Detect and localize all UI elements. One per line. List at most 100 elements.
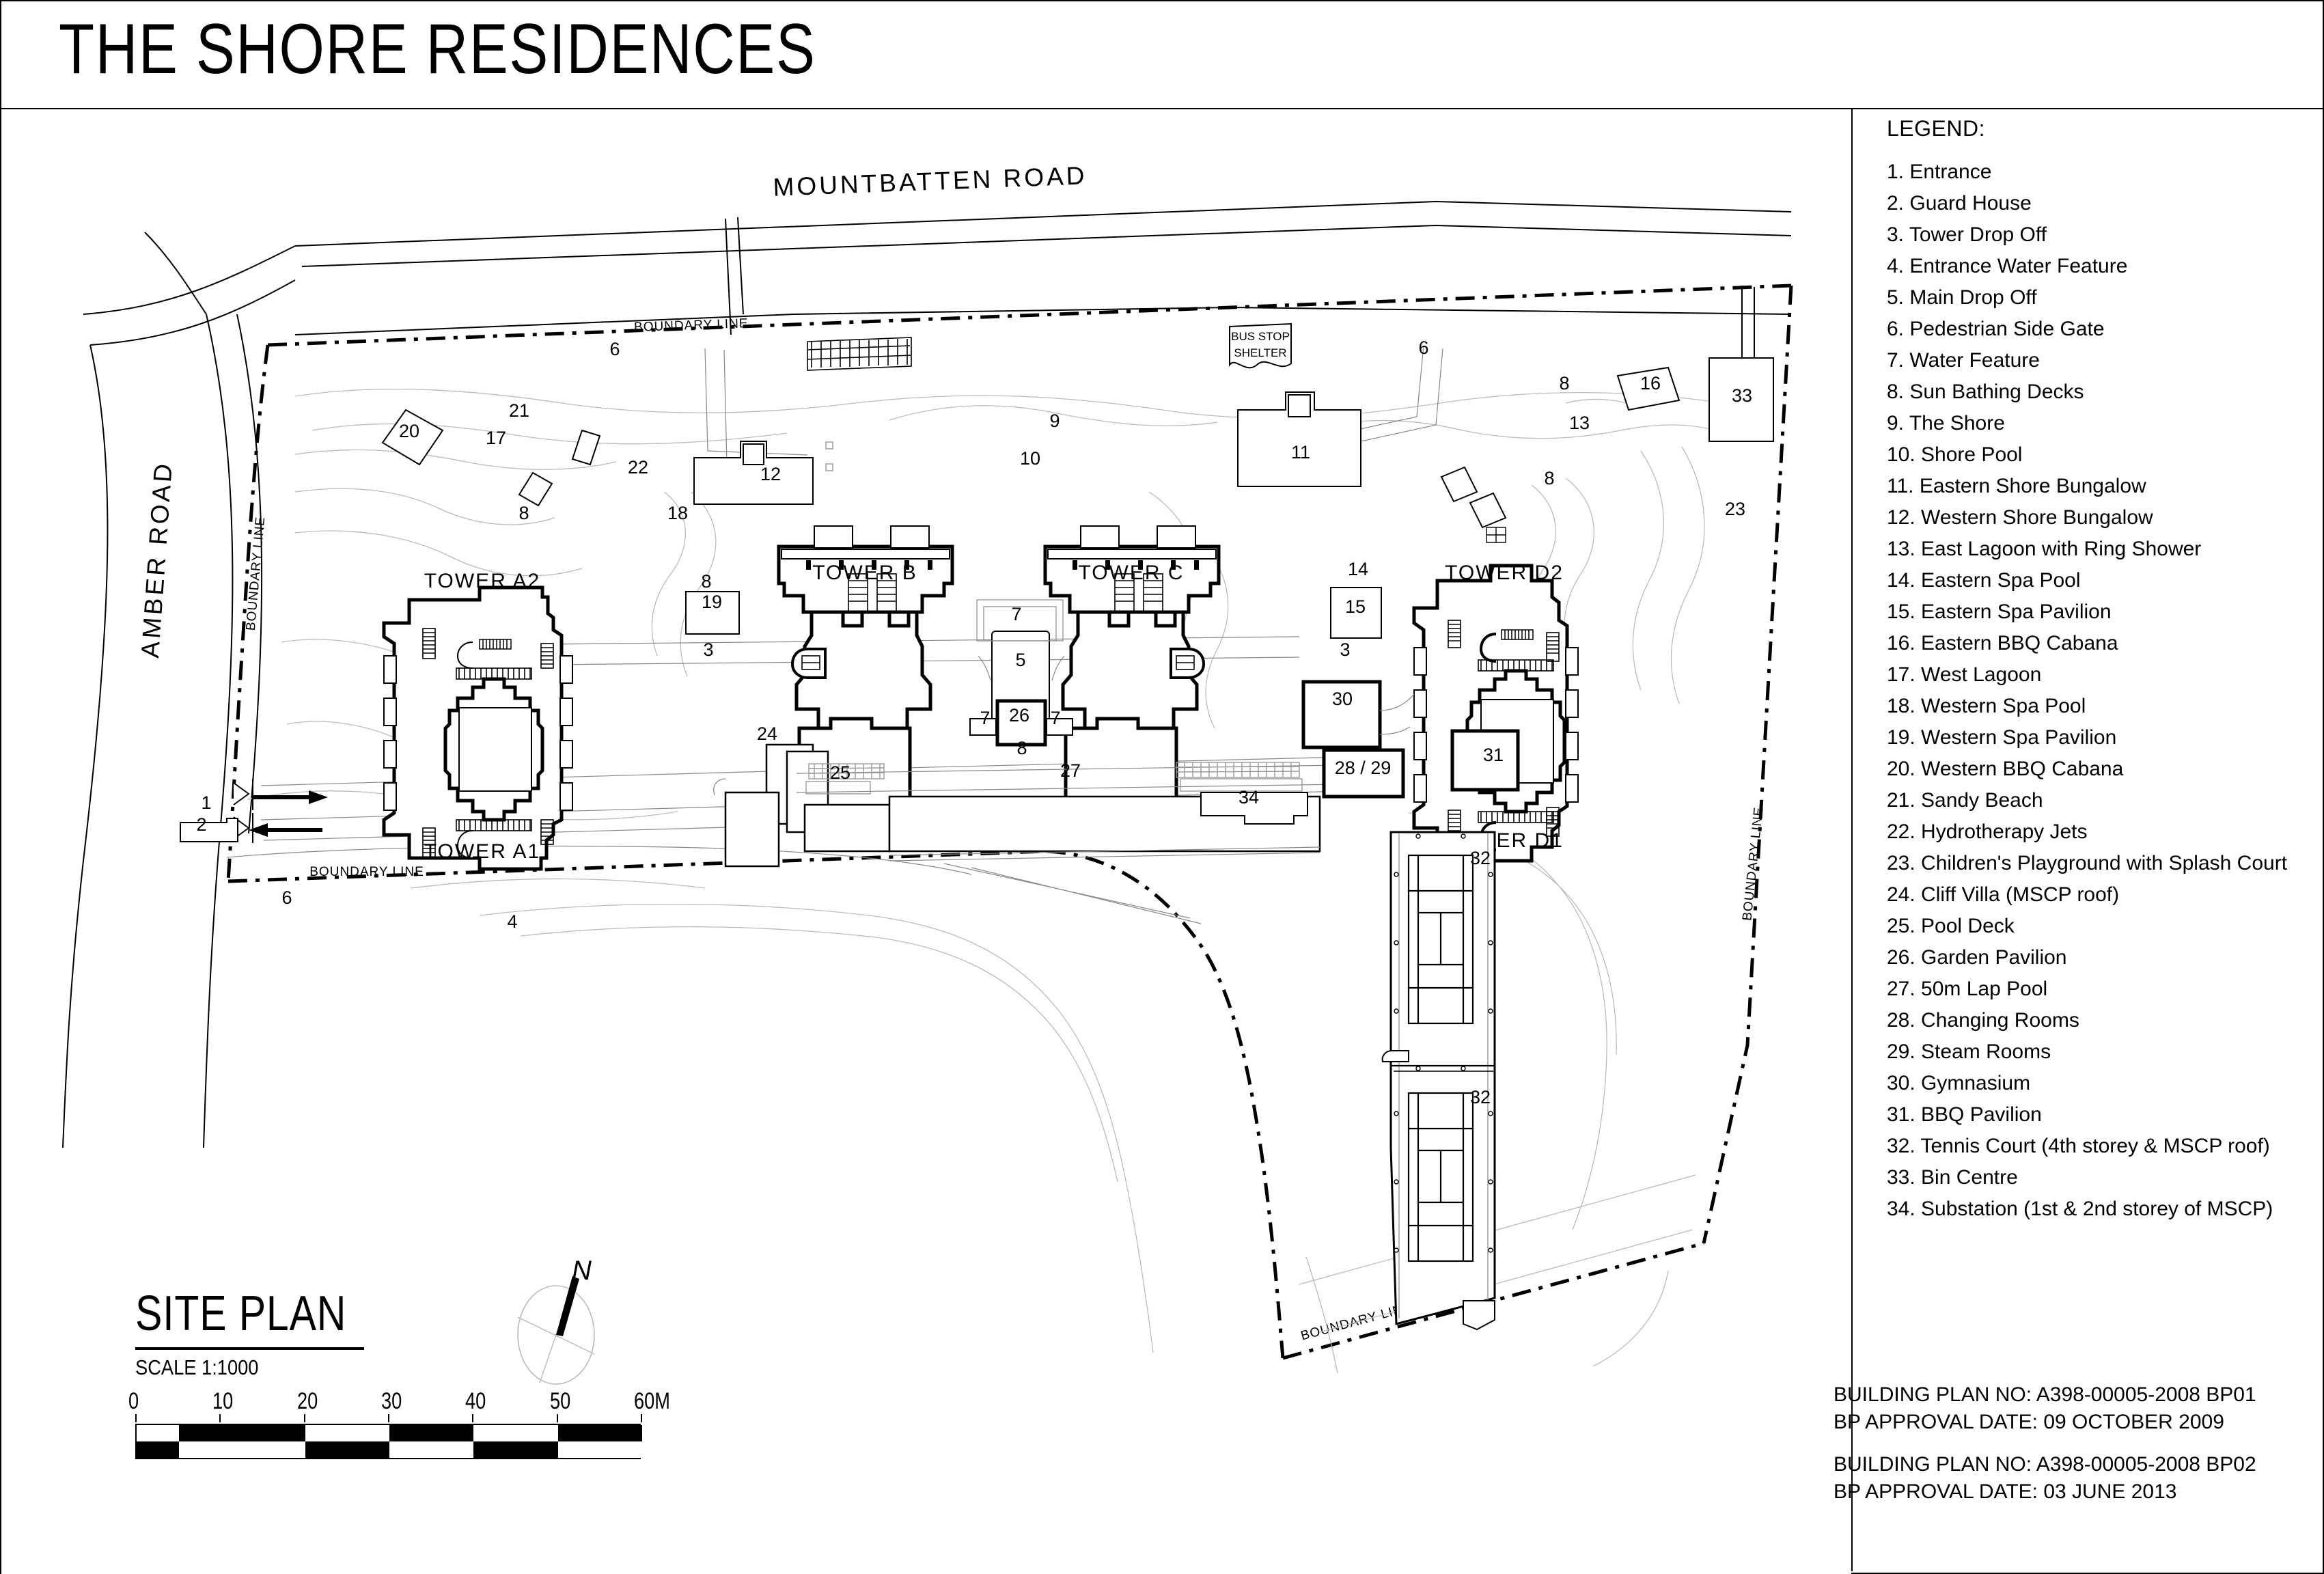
map-marker-32-42: 32 [1470, 1087, 1491, 1107]
map-marker-17-7: 17 [486, 428, 506, 448]
scale-bar-labels: 0 10 20 30 40 50 60M [128, 1388, 670, 1422]
scale-cell [221, 1441, 305, 1458]
map-marker-32-41: 32 [1470, 848, 1491, 868]
map-marker-3-14: 3 [703, 639, 713, 660]
legend-item-8: 8. Sun Bathing Decks [1887, 381, 2084, 403]
legend-item-16: 16. Eastern BBQ Cabana [1887, 632, 2118, 654]
tennis-court-lower [1407, 1092, 1474, 1262]
legend-item-24: 24. Cliff Villa (MSCP roof) [1887, 883, 2120, 906]
scale-tick-mark-5 [556, 1414, 558, 1422]
map-marker-23-23: 23 [1725, 499, 1745, 519]
map-marker-16-20: 16 [1640, 373, 1661, 394]
legend-item-27: 27. 50m Lap Pool [1887, 978, 2048, 1000]
map-marker-1-0: 1 [201, 792, 211, 813]
bus-stop-line1: BUS STOP [1231, 330, 1290, 343]
map-marker-7-29: 7 [1011, 604, 1021, 624]
scale-cell [305, 1441, 389, 1458]
pool-deck-band [713, 743, 1405, 924]
legend-item-20: 20. Western BBQ Cabana [1887, 758, 2124, 780]
scale-tick-5: 50 [549, 1388, 570, 1414]
scale-tick-4: 40 [465, 1388, 486, 1414]
bp-no-1: BUILDING PLAN NO: A398-00005-2008 BP01 [1834, 1383, 2256, 1406]
scale-tick-mark-1 [219, 1414, 221, 1422]
bus-stop-line2: SHELTER [1234, 346, 1286, 359]
scale-tick-0: 0 [128, 1388, 139, 1414]
map-marker-14-25: 14 [1348, 559, 1368, 579]
scale-tick-3: 30 [381, 1388, 402, 1414]
title-bar: THE SHORE RESIDENCES [1, 1, 2323, 109]
legend-item-14: 14. Eastern Spa Pool [1887, 569, 2081, 592]
tower-d-block: TOWER D2 TOWER D1 [1237, 286, 1774, 863]
scale-tick-6: 60M [634, 1388, 670, 1414]
boundary-label-bottom-left: BOUNDARY LINE [309, 865, 424, 879]
scale-cell [389, 1441, 474, 1458]
legend-item-12: 12. Western Shore Bungalow [1887, 506, 2153, 529]
scale-cell [137, 1425, 179, 1441]
legend-item-31: 31. BBQ Pavilion [1887, 1103, 2042, 1126]
tennis-court-upper [1407, 854, 1474, 1025]
map-marker-19-13: 19 [702, 592, 722, 612]
approval-block: BUILDING PLAN NO: A398-00005-2008 BP01 B… [1834, 1381, 2256, 1506]
legend-item-25: 25. Pool Deck [1887, 915, 2015, 937]
map-marker-9-15: 9 [1049, 411, 1060, 431]
drawing-title-rule [135, 1347, 364, 1350]
scale-cell [473, 1425, 558, 1441]
map-marker-4-3: 4 [507, 911, 517, 932]
legend-item-22: 22. Hydrotherapy Jets [1887, 820, 2088, 843]
legend-item-30: 30. Gymnasium [1887, 1072, 2031, 1094]
map-marker-24-35: 24 [757, 723, 777, 744]
legend-item-7: 7. Water Feature [1887, 349, 2040, 372]
legend-item-28: 28. Changing Rooms [1887, 1009, 2079, 1032]
legend-item-4: 4. Entrance Water Feature [1887, 255, 2128, 277]
map-marker-8-10: 8 [518, 503, 529, 523]
map-marker-27-37: 27 [1060, 760, 1081, 781]
scale-cell [557, 1425, 642, 1441]
map-marker-33-21: 33 [1732, 385, 1752, 406]
tower-label-c: TOWER C [1078, 562, 1184, 584]
tennis-court-stack [1381, 831, 1496, 1331]
bp-date-2: BP APPROVAL DATE: 03 JUNE 2013 [1834, 1480, 2177, 1503]
map-marker-6-18: 6 [1418, 337, 1428, 358]
page-title: THE SHORE RESIDENCES [59, 10, 816, 89]
map-marker-18-11: 18 [667, 503, 688, 523]
scale-cell [389, 1425, 474, 1441]
scale-tick-mark-0 [135, 1414, 137, 1422]
legend-item-2: 2. Guard House [1887, 192, 2032, 215]
map-marker-7-33: 7 [1050, 708, 1060, 728]
map-marker-5-30: 5 [1015, 650, 1025, 670]
legend-item-3: 3. Tower Drop Off [1887, 223, 2047, 246]
scale-tick-2: 20 [296, 1388, 318, 1414]
legend-item-13: 13. East Lagoon with Ring Shower [1887, 538, 2202, 560]
legend-item-18: 18. Western Spa Pool [1887, 695, 2086, 717]
legend-item-33: 33. Bin Centre [1887, 1166, 2018, 1189]
scale-tick-1: 10 [212, 1388, 234, 1414]
scale-cell [137, 1441, 179, 1458]
map-marker-11-17: 11 [1291, 442, 1310, 462]
map-marker-26-31: 26 [1009, 705, 1029, 726]
map-marker-2-1: 2 [196, 814, 206, 835]
scale-bar: 0 10 20 30 40 50 60M [128, 1388, 670, 1459]
map-marker-7-32: 7 [980, 708, 990, 728]
map-marker-21-6: 21 [509, 400, 529, 421]
map-marker-22-8: 22 [628, 457, 648, 478]
approval-spacer [1834, 1436, 2256, 1451]
map-marker-2829-38: 28 / 29 [1335, 758, 1392, 778]
tower-a-block: TOWER A2 TOWER A1 [381, 409, 814, 871]
map-marker-8-12: 8 [701, 571, 711, 592]
legend-item-21: 21. Sandy Beach [1887, 789, 2043, 812]
tower-label-a1: TOWER A1 [424, 840, 540, 863]
legend-item-26: 26. Garden Pavilion [1887, 946, 2067, 969]
north-arrow: N [507, 1256, 616, 1395]
map-marker-8-19: 8 [1559, 373, 1569, 394]
map-marker-31-39: 31 [1483, 745, 1504, 765]
tower-label-b: TOWER B [812, 562, 917, 584]
legend-item-6: 6. Pedestrian Side Gate [1887, 318, 2105, 340]
map-marker-30-28: 30 [1332, 689, 1353, 709]
map-marker-25-36: 25 [830, 762, 850, 783]
map-marker-12-9: 12 [760, 464, 781, 484]
tower-label-d2: TOWER D2 [1445, 562, 1564, 584]
